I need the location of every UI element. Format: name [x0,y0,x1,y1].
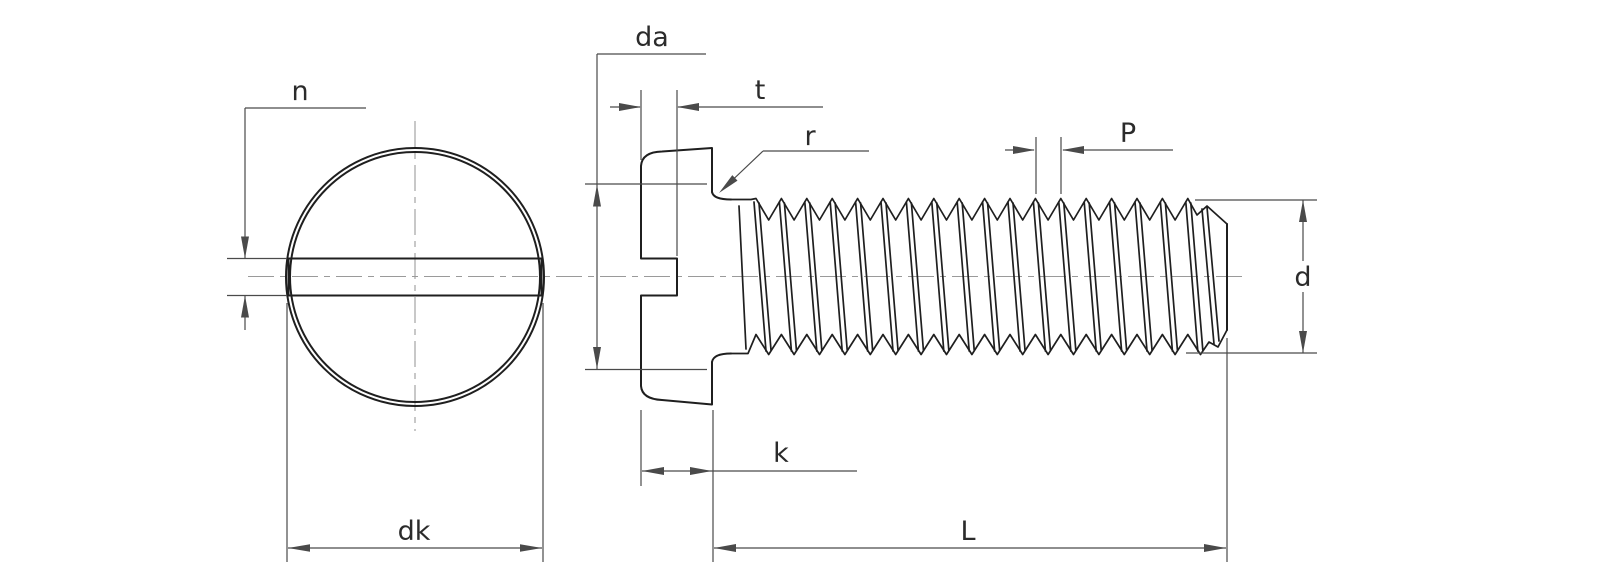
arrowhead [690,467,712,475]
dim-da: da [585,22,707,371]
thread-lines [730,197,1228,356]
arrowhead [677,103,699,111]
arrowhead [719,175,738,193]
slot-front [287,257,543,297]
dim-k-label: k [773,438,789,469]
arrowhead [520,544,542,552]
dim-dk-label: dk [398,516,431,547]
dim-l: L [712,338,1228,562]
thread-line [738,201,1220,352]
dim-t-label: t [755,75,766,106]
arrowhead [593,184,601,207]
dim-dk: dk [286,303,544,562]
dim-n: n [227,76,366,330]
arrowhead [642,467,664,475]
arrowhead [593,347,601,369]
dim-t: t [610,75,823,256]
arrowhead [241,236,249,259]
centerlines [248,121,1248,431]
dim-d-label: d [1294,262,1311,293]
arrowhead [241,295,249,318]
head-outer-circle [285,147,545,407]
dim-l-label: L [960,516,975,547]
head-profile [640,147,713,406]
dim-k: k [640,410,857,486]
dim-da-label: da [635,22,669,53]
arrowhead [1204,544,1226,552]
arrowhead [1299,331,1307,353]
arrowhead [1299,200,1307,222]
dim-d: d [1186,199,1317,354]
side-view [640,147,1228,406]
arrowhead [1013,146,1035,154]
arrowhead [714,544,736,552]
dim-p: P [1005,118,1173,194]
dim-r-label: r [804,121,816,152]
head-inner-circle [289,151,541,403]
dim-r: r [719,121,869,193]
thread-line [730,197,1228,225]
dim-p-label: P [1120,118,1136,149]
front-view [285,147,545,407]
arrowhead [288,544,310,552]
dim-n-label: n [291,76,308,107]
underhead-fillet-top [711,191,732,201]
arrowhead [619,103,641,111]
arrowhead [1062,146,1084,154]
thread-line [730,329,1228,356]
underhead-fillet-bottom [711,352,732,363]
